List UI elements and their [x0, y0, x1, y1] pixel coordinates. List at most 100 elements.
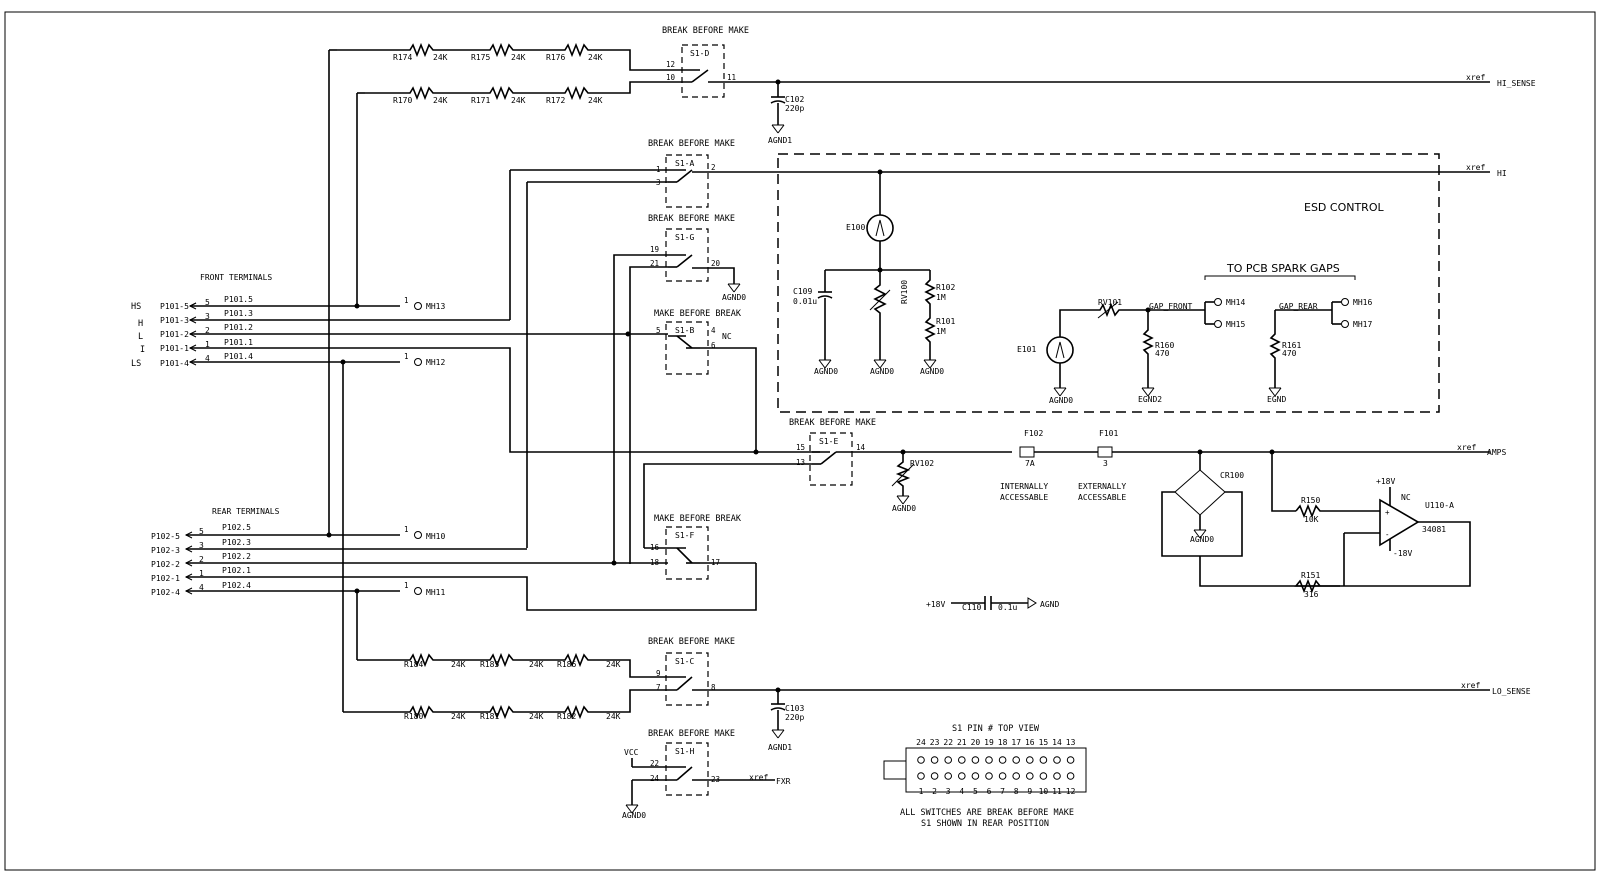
r182-value: 24K	[606, 712, 621, 721]
s1-b-title: MAKE BEFORE BREAK	[654, 309, 742, 319]
r161-value: 470	[1282, 349, 1297, 358]
p102-4-net: P102.4	[222, 581, 251, 590]
svg-text:1: 1	[404, 352, 409, 361]
fxr-port: FXR	[776, 777, 791, 786]
s1-a-title: BREAK BEFORE MAKE	[648, 139, 735, 149]
s1-h-gnd: AGND0	[622, 811, 646, 820]
s1-pin-hole	[971, 756, 980, 764]
mh12-label: MH12	[426, 358, 445, 367]
xref-lo-sense: xref	[1461, 681, 1480, 690]
p102-5-conn: P102-5	[151, 532, 180, 541]
s1-pin-label-top: 16	[1025, 738, 1035, 747]
p101-2-net: P101.2	[224, 323, 253, 332]
gap-rear-label: GAP_REAR	[1279, 302, 1318, 311]
r176-label: R176	[546, 53, 565, 62]
s1-pin-label-top: 15	[1039, 738, 1049, 747]
xref-hi: xref	[1466, 163, 1485, 172]
svg-text:18: 18	[650, 558, 660, 567]
s1-d-title: BREAK BEFORE MAKE	[662, 26, 749, 36]
s1-pin-hole	[1066, 772, 1075, 780]
r180-label: R180	[404, 712, 423, 721]
s1-pin-label-top: 14	[1052, 738, 1062, 747]
s1-pin-hole	[917, 756, 925, 764]
s1-pin-label-bottom: 1	[919, 787, 924, 796]
svg-text:5: 5	[656, 326, 661, 335]
s1-pin-hole	[1012, 756, 1021, 764]
f102-label: F102	[1024, 429, 1043, 438]
svg-text:8: 8	[711, 683, 716, 692]
c110-agnd: AGND	[1040, 600, 1059, 609]
s1-pin-label-bottom: 11	[1052, 787, 1062, 796]
svg-text:1: 1	[404, 525, 409, 534]
p101-4-net: P101.4	[224, 352, 253, 361]
svg-text:4: 4	[711, 326, 716, 335]
s1-b-nc: NC	[722, 332, 732, 341]
s1-a-name: S1-A	[675, 159, 694, 168]
sheet-border	[4, 11, 1596, 871]
svg-text:10: 10	[666, 73, 676, 82]
s1-c-title: BREAK BEFORE MAKE	[648, 637, 735, 647]
rear-terminals-title: REAR TERMINALS	[212, 507, 280, 516]
r150-value: 10K	[1304, 515, 1319, 524]
p101-3-pin: 3	[205, 312, 210, 321]
c103-gnd: AGND1	[768, 743, 792, 752]
p101-1-net: P101.1	[224, 338, 253, 347]
all-switches-note: ALL SWITCHES ARE BREAK BEFORE MAKE	[900, 808, 1074, 818]
c103-label: C103	[785, 704, 804, 713]
r160-gnd: EGND2	[1138, 395, 1162, 404]
p101-3-conn: P101-3	[160, 316, 189, 325]
r185-label: R185	[480, 660, 499, 669]
p101-5-pin: 5	[205, 298, 210, 307]
r175-label: R175	[471, 53, 490, 62]
svg-text:24: 24	[650, 774, 660, 783]
e100-label: E100	[846, 223, 865, 232]
s1-pin-hole	[958, 756, 966, 764]
s1-pin-hole	[998, 772, 1007, 780]
s1-pin-hole	[971, 772, 980, 780]
r160-label: R160	[1155, 341, 1174, 350]
r160-value: 470	[1155, 349, 1170, 358]
s1-d-name: S1-D	[690, 49, 709, 58]
s1-rear-note: S1 SHOWN IN REAR POSITION	[921, 819, 1049, 829]
mh15-label: MH15	[1226, 320, 1245, 329]
rv102-label: RV102	[910, 459, 934, 468]
s1-pin-hole	[1066, 756, 1075, 764]
f101-label: F101	[1099, 429, 1118, 438]
mh13-label: MH13	[426, 302, 445, 311]
p102-5-pin: 5	[199, 527, 204, 536]
opamp-vplus: +18V	[1376, 477, 1395, 486]
s1-pin-label-top: 18	[998, 738, 1008, 747]
svg-text:13: 13	[796, 458, 805, 467]
vcc-label: VCC	[624, 748, 639, 757]
f101-note-2: ACCESSABLE	[1078, 493, 1126, 502]
s1-g-gnd: AGND0	[722, 293, 746, 302]
c102-label: C102	[785, 95, 804, 104]
p102-3-conn: P102-3	[151, 546, 180, 555]
xref-hi-sense: xref	[1466, 73, 1485, 82]
r181-value: 24K	[529, 712, 544, 721]
r161-label: R161	[1282, 341, 1301, 350]
s1-pin-label-bottom: 10	[1039, 787, 1049, 796]
s1-b-name: S1-B	[675, 326, 694, 335]
r101-gnd: AGND0	[920, 367, 944, 376]
p102-4-pin: 4	[199, 583, 204, 592]
rv100-label: RV100	[900, 280, 909, 304]
mh17-label: MH17	[1353, 320, 1372, 329]
p102-5-net: P102.5	[222, 523, 251, 532]
s1-pin-hole	[998, 756, 1007, 764]
tag-ls: LS	[131, 359, 141, 369]
r170-value: 24K	[433, 96, 448, 105]
s1-pin-hole	[985, 772, 993, 780]
s1-pin-label-top: 22	[943, 738, 953, 747]
s1-pin-label-bottom: 12	[1066, 787, 1076, 796]
s1-pin-label-bottom: 6	[987, 787, 992, 796]
svg-text:11: 11	[727, 73, 736, 82]
r172-value: 24K	[588, 96, 603, 105]
s1-pin-hole	[930, 756, 939, 764]
p101-1-pin: 1	[205, 340, 210, 349]
f102-note-1: INTERNALLY	[1000, 482, 1048, 491]
